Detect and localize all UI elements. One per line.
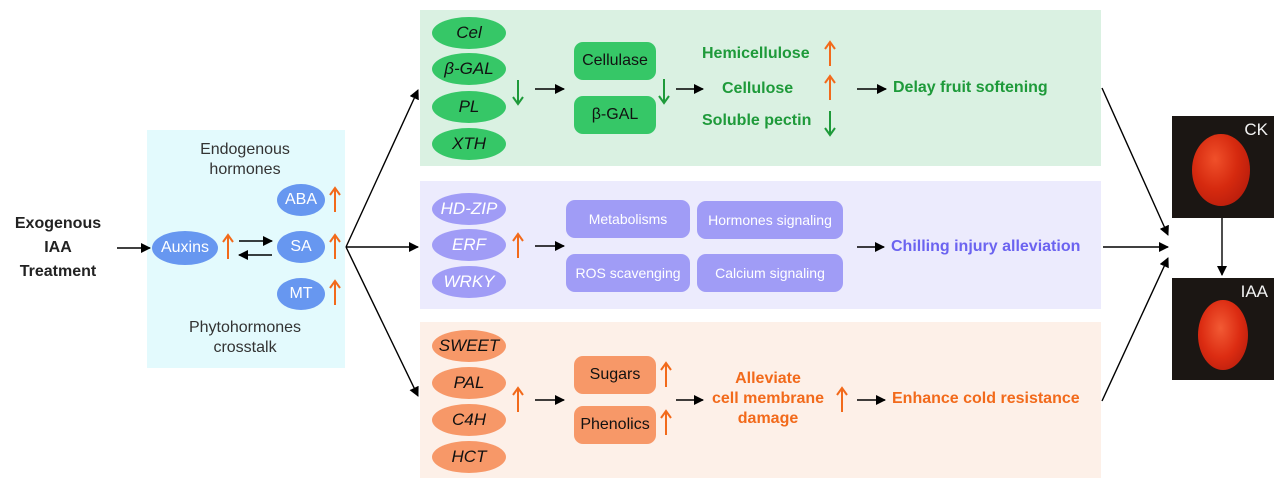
endogenous-hormones-title: Endogenous hormones	[190, 140, 300, 180]
aba-ellipse: ABA	[277, 184, 325, 216]
gene-label: β-GAL	[444, 59, 494, 78]
metabolite-label: Phenolics	[580, 416, 650, 433]
gene-ellipse-cel: Cel	[432, 17, 506, 49]
title-bottom-line-1: Phytohormones	[188, 319, 302, 336]
chilling-outcome: Chilling injury alleviation	[891, 238, 1081, 255]
title-bottom-line-2: crosstalk	[213, 339, 277, 356]
process-label: Metabolisms	[588, 211, 668, 227]
title-top-line-2: hormones	[209, 161, 281, 178]
gene-ellipse-xth: XTH	[432, 128, 506, 160]
arrow-cold-to-result	[1101, 257, 1169, 402]
component-hemicellulose: Hemicellulose	[702, 45, 810, 62]
gene-label: C4H	[451, 410, 486, 429]
sa-label: SA	[290, 238, 312, 255]
gene-label: PL	[458, 97, 480, 116]
treatment-line-2: IAA	[44, 239, 72, 256]
treatment-line-3: Treatment	[19, 263, 97, 280]
control-label: CK	[1244, 120, 1268, 139]
gene-label: SWEET	[438, 336, 500, 355]
gene-label: PAL	[453, 373, 485, 392]
tomato-image	[1192, 134, 1250, 206]
metabolite-label: Sugars	[589, 366, 641, 383]
gene-ellipse-hdzip: HD-ZIP	[432, 193, 506, 225]
process-box-calcium-signaling: Calcium signaling	[697, 254, 843, 292]
gene-ellipse-c4h: C4H	[432, 404, 506, 436]
treatment-label: Exogenous IAA Treatment	[6, 212, 110, 284]
mt-ellipse: MT	[277, 278, 325, 310]
process-label: ROS scavenging	[575, 265, 681, 281]
treated-label: IAA	[1240, 282, 1268, 301]
process-box-ros-scavenging: ROS scavenging	[566, 254, 690, 292]
metabolite-box-phenolics: Phenolics	[574, 406, 656, 444]
aba-label: ABA	[284, 191, 317, 208]
cold-outcome: Enhance cold resistance	[892, 390, 1080, 407]
gene-label: Cel	[456, 23, 482, 42]
iaa-fruit-photo: IAA	[1172, 278, 1274, 380]
component-soluble-pectin: Soluble pectin	[702, 112, 812, 129]
gene-label: WRKY	[443, 272, 495, 291]
cold-panel	[420, 322, 1101, 478]
gene-ellipse-pl: PL	[432, 91, 506, 123]
arrow-to-cold	[345, 246, 419, 397]
arrow-softening-to-result	[1101, 87, 1169, 236]
gene-label: HCT	[451, 447, 487, 466]
auxins-label: Auxins	[160, 239, 210, 256]
membrane-line-2: cell membrane	[711, 390, 825, 407]
gene-ellipse-pal: PAL	[432, 367, 506, 399]
gene-ellipse-sweet: SWEET	[432, 330, 506, 362]
arrow-to-softening	[345, 89, 419, 248]
tomato-image	[1198, 300, 1248, 370]
metabolite-box-sugars: Sugars	[574, 356, 656, 394]
gene-label: ERF	[452, 235, 486, 254]
process-box-hormones-signaling: Hormones signaling	[697, 201, 843, 239]
treatment-line-1: Exogenous	[14, 215, 102, 232]
softening-outcome: Delay fruit softening	[893, 79, 1048, 96]
enzyme-box-cellulase: Cellulase	[574, 42, 656, 80]
enzyme-label: Cellulase	[582, 52, 648, 69]
component-cellulose: Cellulose	[722, 80, 794, 97]
gene-ellipse-bgal: β-GAL	[432, 53, 506, 85]
gene-ellipse-erf: ERF	[432, 229, 506, 261]
gene-label: XTH	[452, 134, 486, 153]
process-box-metabolisms: Metabolisms	[566, 200, 690, 238]
gene-ellipse-wrky: WRKY	[432, 266, 506, 298]
membrane-line-1: Alleviate	[735, 370, 801, 387]
gene-ellipse-hct: HCT	[432, 441, 506, 473]
auxins-ellipse: Auxins	[152, 231, 218, 265]
membrane-damage-text: Alleviate cell membrane damage	[706, 369, 830, 429]
softening-panel	[420, 10, 1101, 166]
enzyme-box-bgal: β-GAL	[574, 96, 656, 134]
phytohormones-crosstalk-title: Phytohormones crosstalk	[165, 318, 325, 358]
enzyme-label: β-GAL	[591, 106, 639, 123]
title-top-line-1: Endogenous	[200, 141, 290, 158]
gene-label: HD-ZIP	[440, 199, 498, 218]
membrane-line-3: damage	[737, 410, 799, 427]
control-fruit-photo: CK	[1172, 116, 1274, 218]
mt-label: MT	[289, 285, 313, 302]
sa-ellipse: SA	[277, 231, 325, 263]
process-label: Hormones signaling	[708, 212, 832, 228]
process-label: Calcium signaling	[715, 265, 825, 281]
